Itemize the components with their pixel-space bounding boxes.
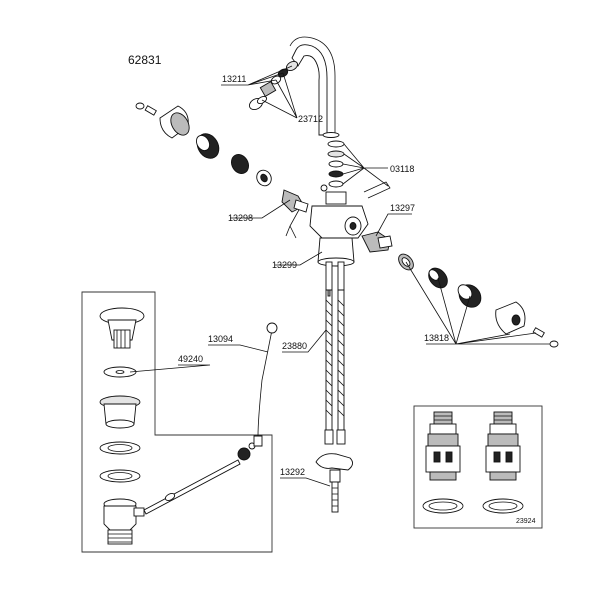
part-label-23880: 23880 — [282, 341, 307, 351]
aerator-assembly — [248, 60, 299, 111]
mounting-stud — [315, 453, 353, 513]
part-label-03118: 03118 — [390, 164, 414, 174]
part-label-23924: 23924 — [516, 518, 536, 525]
cartridge-inset-frame — [413, 405, 543, 529]
part-label-13297: 13297 — [390, 203, 415, 213]
part-label-13818: 13818 — [424, 333, 449, 343]
model-number: 62831 — [128, 53, 162, 67]
o-ring-stack — [327, 140, 345, 188]
part-label-49240: 49240 — [178, 354, 203, 364]
cartridge-inset — [422, 411, 524, 514]
part-labels: 13211 23712 03118 13298 13297 13299 1309… — [178, 74, 536, 525]
part-label-13094: 13094 — [208, 334, 233, 344]
drain-assembly-frame — [81, 291, 273, 553]
drain-assembly — [99, 307, 278, 545]
leader-lines — [129, 65, 550, 487]
part-label-13299: 13299 — [272, 260, 297, 270]
part-label-13292: 13292 — [280, 467, 305, 477]
spout — [289, 36, 340, 138]
faucet-body — [285, 181, 391, 267]
part-label-13298: 13298 — [228, 213, 253, 223]
part-label-13211: 13211 — [222, 74, 246, 84]
right-handle-assembly — [361, 231, 559, 348]
flex-hoses — [324, 261, 346, 445]
left-handle-assembly — [135, 102, 309, 213]
part-label-23712: 23712 — [298, 114, 323, 124]
